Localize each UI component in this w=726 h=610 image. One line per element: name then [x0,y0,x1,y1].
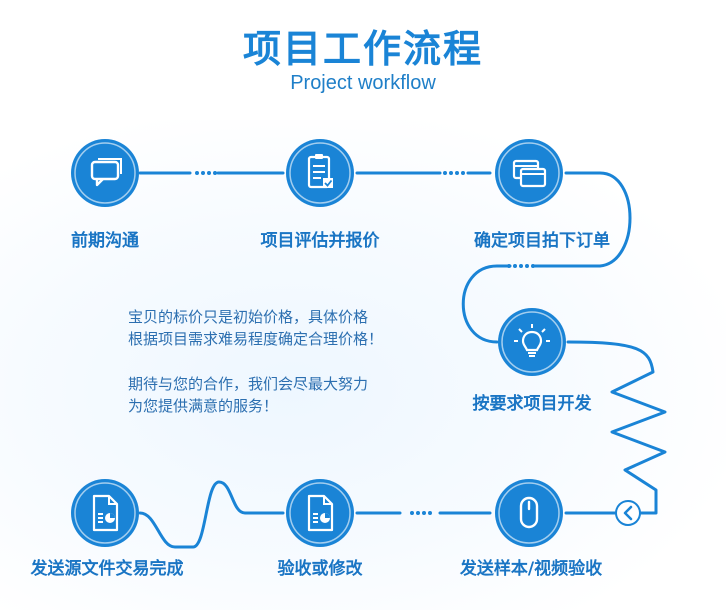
step-4-node [497,307,567,377]
step-3-node [494,138,564,208]
step-2-node [285,138,355,208]
note-line-1: 宝贝的标价只是初始价格，具体价格 [128,308,369,326]
step-5-label: 发送样本/视频验收 [459,559,603,579]
step-6-node [285,478,355,548]
step-1-node [70,138,140,208]
step-5-node [494,478,564,548]
chat-bubbles-icon [71,139,139,207]
lightbulb-icon [498,308,566,376]
note-line-3: 期待与您的合作，我们会尽最大努力 [128,375,369,393]
note-line-4: 为您提供满意的服务！ [128,397,279,415]
dotted-connectors [195,171,535,515]
page-subtitle: Project workflow [290,72,436,94]
checklist-icon [286,139,354,207]
step-1-label: 前期沟通 [71,231,139,251]
mouse-icon [495,479,563,547]
page-title: 项目工作流程 [242,27,483,71]
arrow-left-icon [615,500,641,526]
windows-icon [495,139,563,207]
note-line-2: 根据项目需求难易程度确定合理价格！ [128,330,384,348]
step-6-label: 验收或修改 [277,559,363,579]
step-4-label: 按要求项目开发 [472,394,592,414]
step-7-label: 发送源文件交易完成 [30,559,184,579]
step-3-label: 确定项目拍下订单 [474,231,610,251]
step-7-node [70,478,140,548]
report-document-icon [286,479,354,547]
step-2-label: 项目评估并报价 [260,231,380,251]
report-document-icon [71,479,139,547]
